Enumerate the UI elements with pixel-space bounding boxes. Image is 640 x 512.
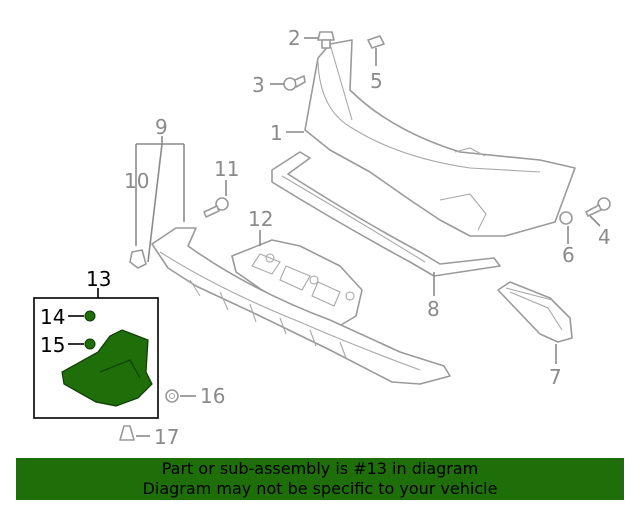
callout-15: 15 (40, 333, 65, 357)
callout-1: 1 (270, 121, 283, 145)
info-banner: Part or sub-assembly is #13 in diagram D… (16, 458, 624, 500)
fastener-5 (367, 35, 385, 49)
callout-7: 7 (549, 365, 562, 389)
callout-10: 10 (124, 169, 149, 193)
fastener-16 (165, 389, 179, 403)
callout-4: 4 (598, 225, 611, 249)
fastener-2 (317, 31, 335, 49)
fastener-17 (119, 425, 135, 441)
callout-14: 14 (40, 305, 65, 329)
parts-diagram: 2 5 3 1 9 10 11 12 4 6 8 7 16 17 13 14 1… (33, 26, 611, 449)
reinforcement-strip (271, 151, 501, 277)
callout-3: 3 (252, 73, 265, 97)
bumper-cover (304, 39, 576, 237)
fastener-10 (129, 249, 147, 269)
callout-16: 16 (200, 384, 225, 408)
fastener-4 (585, 197, 611, 217)
fastener-3 (283, 75, 306, 91)
side-reflector (497, 281, 573, 343)
callout-12: 12 (248, 207, 273, 231)
callout-5: 5 (370, 69, 383, 93)
callout-6: 6 (562, 243, 575, 267)
callout-2: 2 (288, 26, 301, 50)
callout-17: 17 (154, 425, 179, 449)
callout-13: 13 (86, 267, 111, 291)
callout-11: 11 (214, 157, 239, 181)
callout-9: 9 (155, 115, 168, 139)
callout-8: 8 (427, 297, 440, 321)
fastener-6 (559, 211, 573, 225)
fastener-11 (203, 197, 229, 218)
lower-valance (151, 227, 451, 385)
banner-line-2: Diagram may not be specific to your vehi… (142, 479, 498, 498)
center-bracket (231, 239, 363, 329)
undercover-13 (61, 310, 153, 407)
banner-line-1: Part or sub-assembly is #13 in diagram (161, 459, 479, 478)
